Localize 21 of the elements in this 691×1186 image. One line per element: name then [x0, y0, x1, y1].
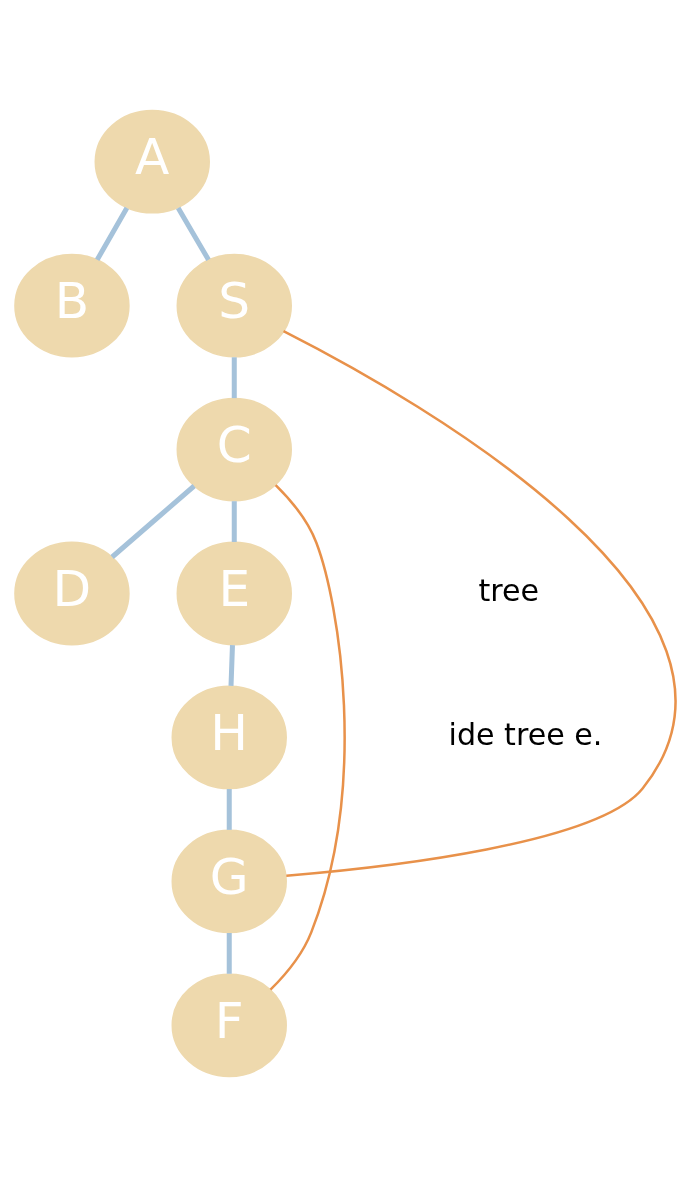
- node-ellipse: D: [14, 541, 130, 645]
- label: ide tree e.: [448, 716, 603, 752]
- node-ellipse: F: [171, 972, 287, 1077]
- connector: [231, 356, 237, 398]
- connector: [176, 206, 211, 261]
- label: tree: [478, 572, 540, 608]
- connector: [226, 932, 232, 974]
- connector: [226, 788, 232, 830]
- connector: [231, 500, 237, 542]
- node-ellipse: B: [14, 253, 130, 358]
- node-ellipse: C: [176, 397, 292, 501]
- connector: [282, 329, 676, 877]
- node-ellipse: H: [171, 685, 287, 789]
- node-ellipse: A: [94, 109, 210, 214]
- node-ellipse: G: [171, 828, 287, 933]
- node-ellipse: S: [176, 253, 292, 358]
- connector: [110, 483, 196, 559]
- connector: [269, 483, 346, 991]
- connector: [228, 644, 235, 686]
- connector: [95, 206, 130, 261]
- node-ellipse: E: [176, 541, 292, 645]
